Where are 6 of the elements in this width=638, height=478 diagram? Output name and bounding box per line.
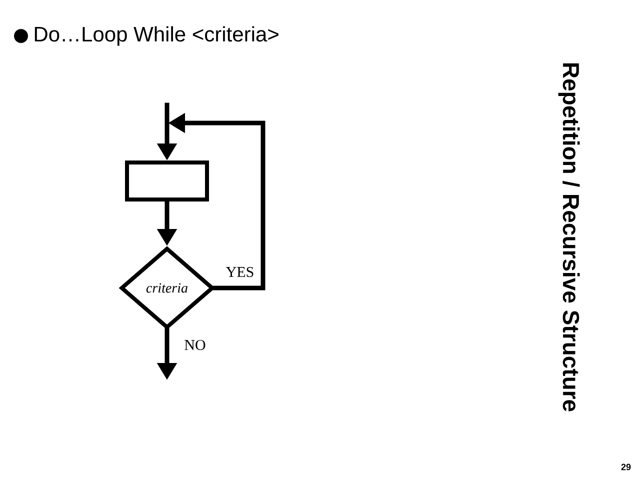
process-box bbox=[125, 160, 209, 202]
edge-label: NO bbox=[183, 338, 207, 352]
bullet-text: Do…Loop While <criteria> bbox=[34, 26, 278, 46]
edge-label: YES bbox=[224, 266, 256, 278]
slide-title: Repetition / Recursive Structure bbox=[558, 63, 580, 412]
page-number: 29 bbox=[621, 464, 631, 470]
